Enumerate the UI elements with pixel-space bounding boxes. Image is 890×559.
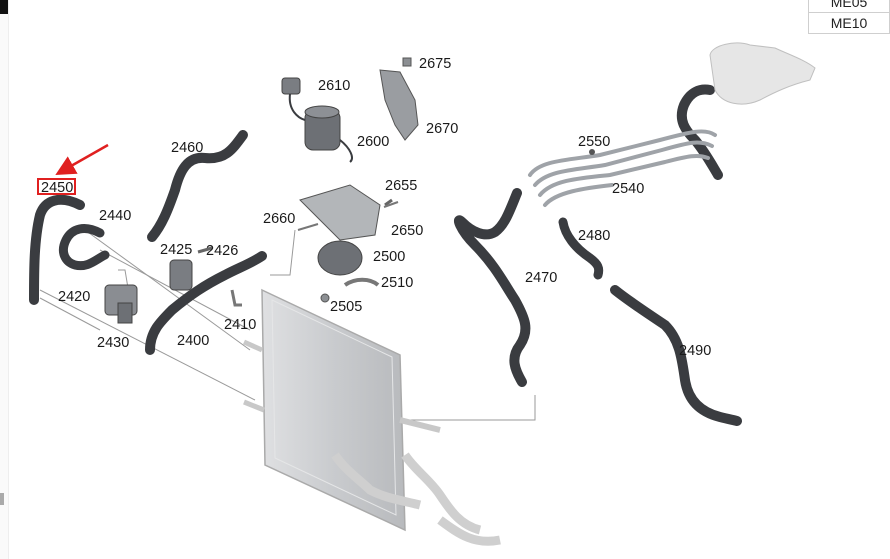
part-label-2660[interactable]: 2660: [263, 211, 295, 227]
part-label-2675[interactable]: 2675: [419, 56, 451, 72]
edge-mark: [0, 493, 4, 505]
part-label-2410[interactable]: 2410: [224, 317, 256, 333]
left-edge-strip: [0, 0, 9, 559]
variant-cell[interactable]: ME05: [808, 0, 890, 13]
part-label-2450[interactable]: 2450: [41, 180, 73, 196]
part-label-2600[interactable]: 2600: [357, 134, 389, 150]
part-label-2480[interactable]: 2480: [578, 228, 610, 244]
highlight: [37, 143, 109, 195]
coolant-reservoir: [709, 42, 816, 105]
part-label-2540[interactable]: 2540: [612, 181, 644, 197]
part-label-2440[interactable]: 2440: [99, 208, 131, 224]
variant-row[interactable]: ME10: [808, 12, 890, 34]
variant-row[interactable]: ME05: [808, 0, 890, 13]
part-label-2610[interactable]: 2610: [318, 78, 350, 94]
part-label-2426[interactable]: 2426: [206, 243, 238, 259]
components: [104, 57, 595, 324]
part-label-2500[interactable]: 2500: [373, 249, 405, 265]
part-labels: 2450 2440 2460 2425 2426 2420 2430 2410 …: [41, 56, 711, 359]
variant-cell[interactable]: ME10: [808, 12, 890, 34]
corner-mark: [0, 0, 8, 14]
hoses: [29, 84, 742, 426]
part-label-2420[interactable]: 2420: [58, 289, 90, 305]
part-label-2490[interactable]: 2490: [679, 343, 711, 359]
part-label-2430[interactable]: 2430: [97, 335, 129, 351]
part-label-2470[interactable]: 2470: [525, 270, 557, 286]
part-label-2670[interactable]: 2670: [426, 121, 458, 137]
radiator: [242, 288, 501, 546]
part-label-2460[interactable]: 2460: [171, 140, 203, 156]
pipe-bundle-2540: [528, 129, 717, 207]
part-label-2655[interactable]: 2655: [385, 178, 417, 194]
part-label-2400[interactable]: 2400: [177, 333, 209, 349]
part-label-2510[interactable]: 2510: [381, 275, 413, 291]
part-label-2505[interactable]: 2505: [330, 299, 362, 315]
variant-table: ME05 ME10: [808, 0, 890, 34]
part-label-2550[interactable]: 2550: [578, 134, 610, 150]
part-label-2650[interactable]: 2650: [391, 223, 423, 239]
part-label-2425[interactable]: 2425: [160, 242, 192, 258]
